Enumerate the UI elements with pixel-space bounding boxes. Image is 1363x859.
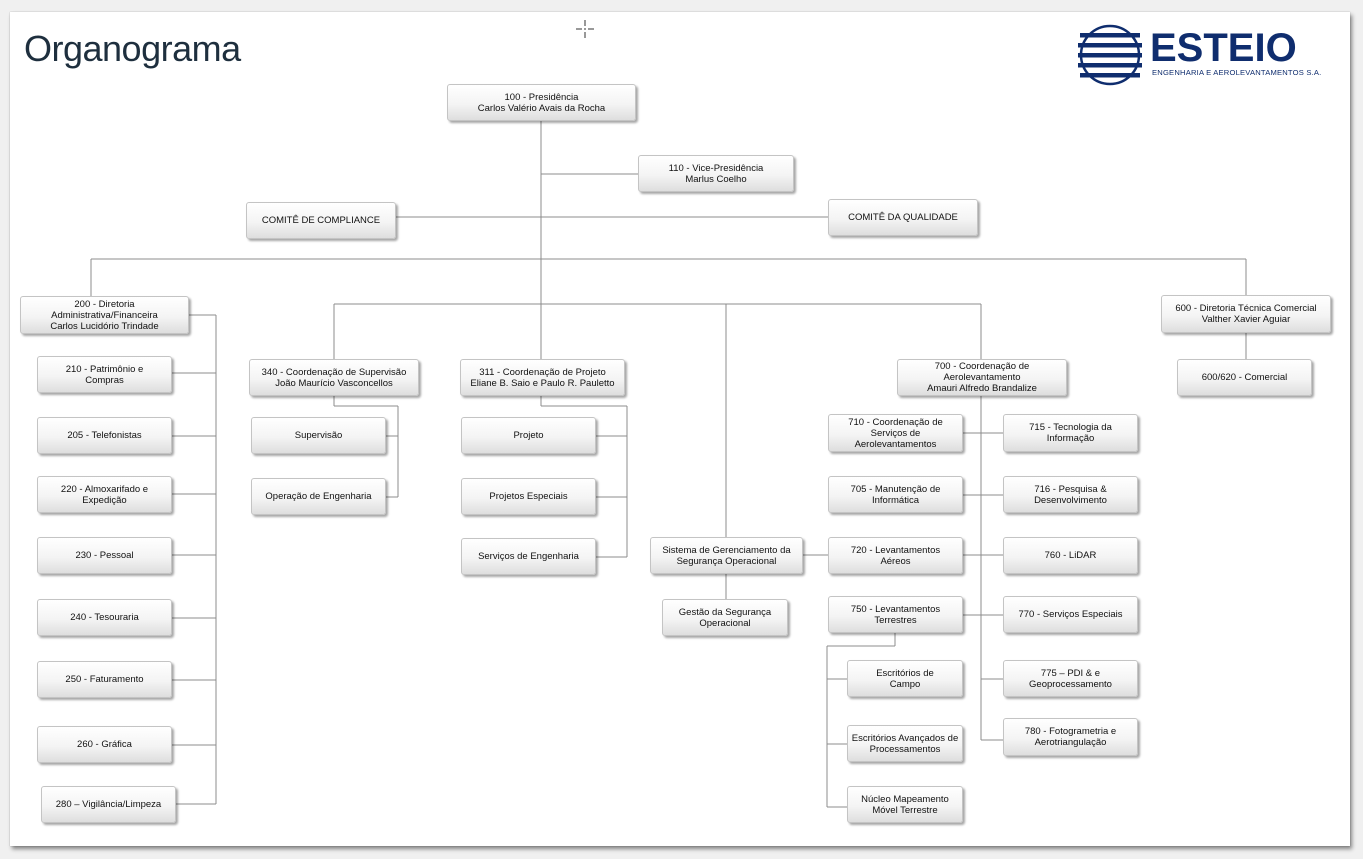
crosshair-cursor-icon [576,20,594,38]
logo-wordmark: ESTEIO [1150,26,1297,70]
org-node-escritorios-campo: Escritórios de Campo [847,660,963,697]
org-node-projetos-especiais: Projetos Especiais [461,478,596,515]
org-node-presidencia: 100 - Presidência Carlos Valério Avais d… [447,84,636,121]
page-title: Organograma [24,28,241,69]
org-node-servicos-especiais: 770 - Serviços Especiais [1003,596,1138,633]
org-node-levantamentos-aereos: 720 - Levantamentos Aéreos [828,537,963,574]
org-node-projeto: Projeto [461,417,596,454]
org-node-nucleo-mapeamento: Núcleo Mapeamento Móvel Terrestre [847,786,963,823]
org-node-tesouraria: 240 - Tesouraria [37,599,172,636]
globe-logo-icon [1078,24,1142,86]
org-node-telefonistas: 205 - Telefonistas [37,417,172,454]
org-node-comite-qualidade: COMITÊ DA QUALIDADE [828,199,978,236]
org-node-coord-aerolevantamento: 700 - Coordenação de Aerolevantamento Am… [897,359,1067,396]
company-logo: ESTEIO ENGENHARIA E AEROLEVANTAMENTOS S.… [1078,24,1334,86]
org-node-pdi-geoprocessamento: 775 – PDI & e Geoprocessamento [1003,660,1138,697]
org-node-gestao-seguranca: Gestão da Segurança Operacional [662,599,788,636]
org-node-faturamento: 250 - Faturamento [37,661,172,698]
org-node-diretoria-tecnica-comercial: 600 - Diretoria Técnica Comercial Valthe… [1161,295,1331,333]
org-node-comite-compliance: COMITÊ DE COMPLIANCE [246,202,396,239]
org-node-operacao-engenharia: Operação de Engenharia [251,478,386,515]
org-node-levantamentos-terrestres: 750 - Levantamentos Terrestres [828,596,963,633]
org-node-manutencao-informatica: 705 - Manutenção de Informática [828,476,963,513]
org-node-coord-projeto: 311 - Coordenação de Projeto Eliane B. S… [460,359,625,396]
org-node-coord-supervisao: 340 - Coordenação de Supervisão João Mau… [249,359,419,396]
org-node-almoxarifado: 220 - Almoxarifado e Expedição [37,476,172,513]
org-node-fotogrametria: 780 - Fotogrametria e Aerotriangulação [1003,718,1138,756]
org-node-supervisao: Supervisão [251,417,386,454]
org-node-comercial: 600/620 - Comercial [1177,359,1312,396]
org-node-grafica: 260 - Gráfica [37,726,172,763]
org-node-pessoal: 230 - Pessoal [37,537,172,574]
org-node-vice-presidencia: 110 - Vice-Presidência Marlus Coelho [638,155,794,192]
org-node-pesquisa-desenvolvimento: 716 - Pesquisa & Desenvolvimento [1003,476,1138,513]
org-node-patrimonio: 210 - Patrimônio e Compras [37,356,172,393]
org-node-servicos-engenharia: Serviços de Engenharia [461,538,596,575]
org-node-tecnologia-informacao: 715 - Tecnologia da Informação [1003,414,1138,452]
org-node-lidar: 760 - LiDAR [1003,537,1138,574]
org-node-escritorios-avancados: Escritórios Avançados de Processamentos [847,725,963,762]
org-node-vigilancia: 280 – Vigilância/Limpeza [41,786,176,823]
org-node-diretoria-administrativa: 200 - Diretoria Administrativa/Financeir… [20,296,189,334]
logo-tagline: ENGENHARIA E AEROLEVANTAMENTOS S.A. [1152,68,1322,77]
org-node-sgso: Sistema de Gerenciamento da Segurança Op… [650,537,803,574]
org-node-coord-servicos-aero: 710 - Coordenação de Serviços de Aerolev… [828,414,963,452]
